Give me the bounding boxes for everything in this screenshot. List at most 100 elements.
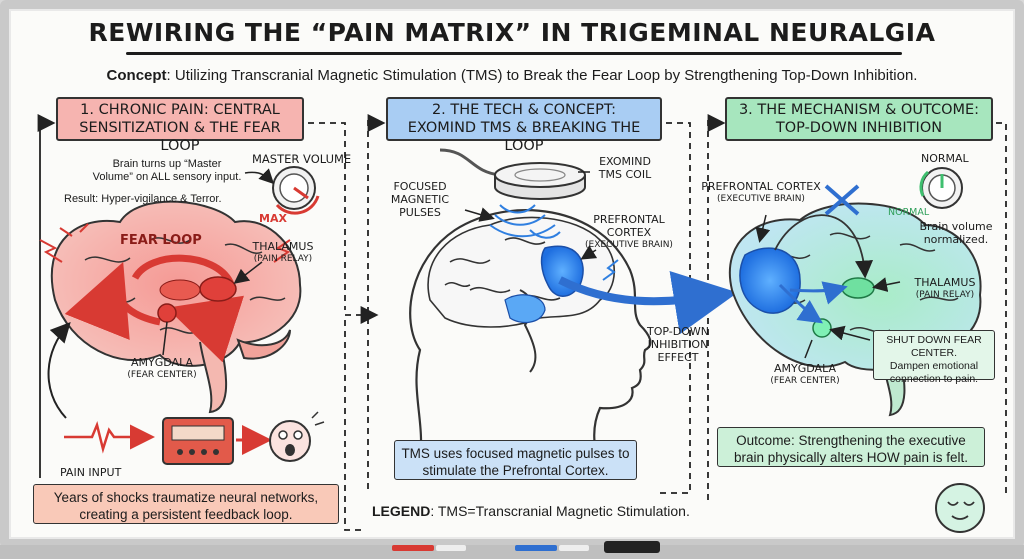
dashed-connector-1 [308,122,346,310]
panel2-summary-line2: stimulate the Prefrontal Cortex. [422,463,609,478]
marker-tray [0,545,1024,559]
panel1-header: 1. CHRONIC PAIN: CENTRAL SENSITIZATION &… [56,97,304,154]
pfc3-name: PREFRONTAL CORTEX [701,180,821,193]
blue-marker [515,545,557,551]
volume-line1: Brain volume [919,220,993,233]
calm-face-icon [935,483,985,533]
dashed-panel2-right [660,122,691,494]
legend-label: LEGEND [372,503,431,519]
tms-coil-line1: EXOMIND [599,155,651,168]
tms-coil-label: EXOMIND TMS COIL [590,155,660,181]
panel3-header-line1: 3. THE MECHANISM & OUTCOME: [738,102,980,118]
pfc2-line1: PREFRONTAL [593,213,665,226]
pulses-line2: MAGNETIC [390,193,450,206]
master-volume-dial [272,166,320,215]
amplifier [162,417,234,465]
blocked-x-icon [824,184,860,216]
amygdala-glow [157,303,177,323]
volume-line2: normalized. [923,233,989,246]
amygdala-label-3: AMYGDALA (FEAR CENTER) [750,362,860,388]
concept-text: : Utilizing Transcranial Magnetic Stimul… [166,67,918,84]
thalamus-calm [841,277,875,299]
thalamus-glow [199,276,237,302]
amygdala-sub-1: (FEAR CENTER) [127,370,197,380]
panel2-summary-line1: TMS uses focused magnetic pulses to [401,446,630,461]
head-profile [409,209,652,471]
amygdala-label-1: AMYGDALA (FEAR CENTER) [102,356,222,382]
pfc-label-2: PREFRONTAL CORTEX (EXECUTIVE BRAIN) [584,213,674,252]
panel1-result: Result: Hyper-vigilance & Terror. [64,193,222,205]
panel3-summary-box: Outcome: Strengthening the executive bra… [717,427,985,467]
panel2-header: 2. THE TECH & CONCEPT: EXOMIND TMS & BRE… [386,97,662,154]
pfc-strengthened [739,247,801,314]
shut-line3: connection to pain. [889,373,979,385]
panel2-summary-box: TMS uses focused magnetic pulses to stim… [394,440,637,480]
shut-line2: Dampen emotional [889,360,979,372]
max-label: MAX [259,212,287,225]
main-title: REWIRING THE “PAIN MATRIX” IN TRIGEMINAL… [88,18,936,47]
amygdala-name-1: AMYGDALA [131,356,193,369]
panel2-header-line2: EXOMIND TMS & BREAKING THE LOOP [407,120,641,154]
thalamus-name-1: THALAMUS [252,240,314,253]
top-down-inhibition-arrow [558,271,738,335]
amygdala-name-3: AMYGDALA [774,362,836,375]
fear-loop-label: FEAR LOOP [120,233,202,248]
pfc2-line2: CORTEX [606,226,652,239]
effect-line2: INHIBITION [647,338,709,351]
panel3-summary-line1: Outcome: Strengthening the executive [736,433,966,448]
volume-normalized-note: Brain volume normalized. [916,220,996,246]
pfc3-sub: (EXECUTIVE BRAIN) [717,194,805,204]
brain-outline-panel2 [427,216,615,373]
panel2-header-line1: 2. THE TECH & CONCEPT: [431,102,617,118]
legend-text: : TMS=Transcranial Magnetic Stimulation. [430,503,690,519]
amygdala-sub-3: (FEAR CENTER) [770,376,840,386]
pain-input-label: PAIN INPUT [60,466,122,479]
normal-label: NORMAL [921,152,969,165]
magnetic-pulses-label: FOCUSED MAGNETIC PULSES [380,180,460,219]
panel3-summary-line2: brain physically alters HOW pain is felt… [733,450,969,465]
normal-dial-label: NORMAL [888,207,930,218]
tms-coil-line2: TMS COIL [598,168,652,181]
panel1-summary-line1: Years of shocks traumatize neural networ… [53,490,319,505]
shut-line1: SHUT DOWN FEAR CENTER. [886,334,982,359]
pulses-line3: PULSES [399,206,441,219]
thalamus-label-3: THALAMUS (PAIN RELAY) [900,276,990,302]
normal-volume-dial [919,167,963,209]
effect-line3: EFFECT [657,351,699,364]
pfc-label-3: PREFRONTAL CORTEX (EXECUTIVE BRAIN) [696,180,826,206]
panel1-note: Brain turns up “Master Volume” on ALL se… [92,158,242,184]
panel1-note-line1: Brain turns up “Master [112,158,222,170]
amygdala-calm [812,318,832,338]
panel1-summary-box: Years of shocks traumatize neural networ… [33,484,339,524]
shut-down-note-box: SHUT DOWN FEAR CENTER. Dampen emotional … [873,330,995,385]
dashed-panel3-right [996,122,1007,493]
legend: LEGEND: TMS=Transcranial Magnetic Stimul… [372,503,690,519]
concept-label: Concept [106,67,167,84]
panel1-summary-line2: creating a persistent feedback loop. [79,507,293,522]
panel1-header-line1: 1. CHRONIC PAIN: CENTRAL [80,102,280,118]
thalamus-sub-3: (PAIN RELAY) [915,290,975,300]
amygdala-pointer [162,321,168,356]
concept-line: Concept: Utilizing Transcranial Magnetic… [0,67,1024,84]
pfc2-sub: (EXECUTIVE BRAIN) [585,240,673,250]
magnetic-pulse-waves [489,204,561,239]
panel1-header-line2: SENSITIZATION & THE FEAR LOOP [79,120,281,154]
pain-feedback-arrow [47,322,71,419]
pulses-line1: FOCUSED [393,180,447,193]
panel3-header-line2: TOP-DOWN INHIBITION [775,120,943,136]
thalamus-sub-1: (PAIN RELAY) [253,254,313,264]
panel3-header: 3. THE MECHANISM & OUTCOME: TOP-DOWN INH… [725,97,993,141]
effect-line1: TOP-DOWN [647,325,709,338]
top-down-effect-label: TOP-DOWN INHIBITION EFFECT [640,325,716,364]
thalamus-label-1: THALAMUS (PAIN RELAY) [238,240,328,266]
master-volume-label: MASTER VOLUME [252,152,352,166]
tms-coil [439,148,586,200]
red-marker [392,545,434,551]
thalamus-name-3: THALAMUS [914,276,976,289]
pain-input-signal [64,421,155,454]
title-underline [126,52,902,55]
fear-loop-arrow-left [64,261,161,340]
eraser [604,541,660,553]
